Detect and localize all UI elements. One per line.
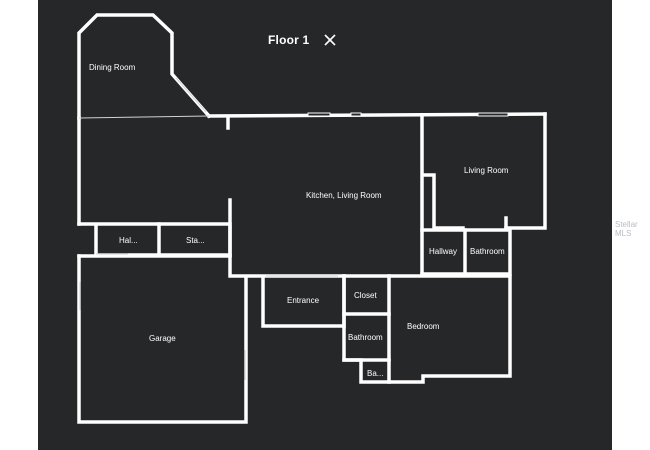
window-top-2	[350, 112, 362, 117]
room-label-living: Living Room	[464, 166, 509, 175]
wall-bedroom	[387, 274, 512, 384]
room-label-garage: Garage	[149, 334, 176, 343]
room-label-closet: Closet	[354, 291, 377, 300]
watermark: Stellar MLS	[615, 220, 638, 238]
room-label-ba: Ba...	[367, 369, 383, 378]
room-label-sta: Sta...	[186, 236, 205, 245]
window-top-1	[307, 112, 331, 117]
room-label-entrance: Entrance	[287, 296, 320, 305]
wall-kitchen-bottom	[228, 198, 346, 278]
room-label-hal: Hal...	[119, 236, 138, 245]
wall-garage	[77, 254, 248, 424]
room-label-bathroom-1: Bathroom	[470, 247, 505, 256]
floor-header: Floor 1	[268, 33, 337, 47]
wall-dining-room	[77, 13, 212, 120]
wall-living-right	[504, 112, 547, 230]
floor-title: Floor 1	[268, 33, 310, 47]
floor-plan: Dining Room Kitchen, Living Room Living …	[77, 13, 547, 424]
wall-hal-sta-row	[77, 222, 232, 257]
room-label-bathroom-2: Bathroom	[348, 333, 383, 342]
wall-living-notch	[422, 173, 465, 230]
room-label-dining: Dining Room	[89, 63, 136, 72]
dining-window	[175, 77, 207, 113]
room-label-kitchen-living: Kitchen, Living Room	[306, 191, 382, 200]
close-icon[interactable]	[323, 33, 337, 47]
room-label-hallway: Hallway	[429, 247, 457, 256]
window-top-3	[477, 112, 509, 117]
divider-dining-kitchen	[78, 115, 210, 119]
room-label-bedroom: Bedroom	[407, 322, 440, 331]
floor-plan-canvas: Dining Room Kitchen, Living Room Living …	[38, 0, 612, 450]
